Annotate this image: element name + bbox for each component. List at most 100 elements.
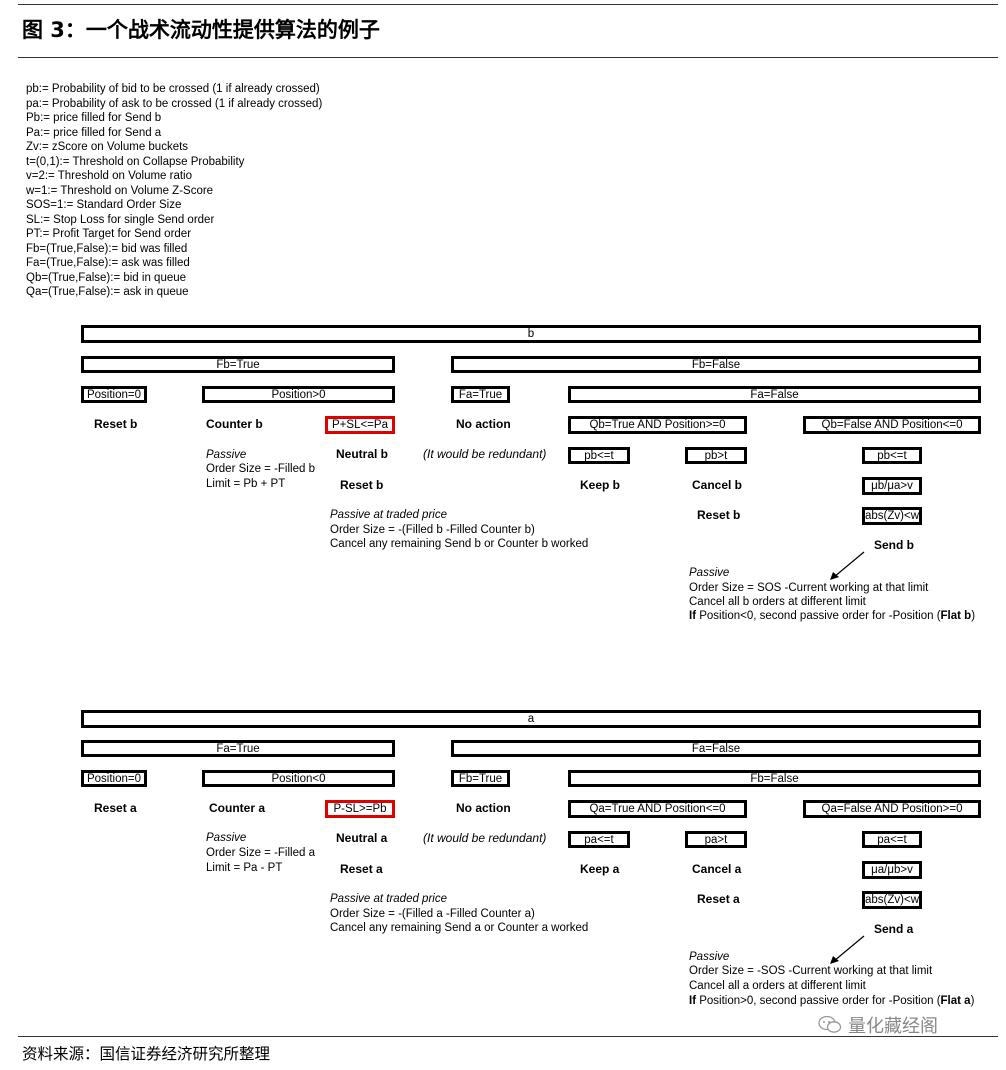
send-label: Send a <box>874 922 914 936</box>
passive-label: Passive <box>206 449 247 461</box>
filled-true-node: Fb=True <box>81 356 395 373</box>
redundant-note: (It would be redundant) <box>423 831 547 845</box>
zscore-condition: abs(Zv)<w <box>862 891 922 909</box>
reset-neutral-label: Reset a <box>340 862 383 876</box>
order-size-text: Order Size = -Filled a <box>206 847 315 859</box>
keep-label: Keep b <box>580 478 621 492</box>
position-zero-node: Position=0 <box>81 770 147 787</box>
if-condition: Position<0, second passive order for -Po… <box>696 610 941 622</box>
stop-loss-condition: P+SL<=Pa <box>325 416 395 434</box>
queue-false-condition: Qa=False AND Position>=0 <box>803 800 981 818</box>
opposite-filled-true-node: Fb=True <box>451 770 510 787</box>
definition-item: Pb:= price filled for Send b <box>26 112 162 124</box>
definition-item: Fb=(True,False):= bid was filled <box>26 242 188 255</box>
position-zero-node: Position=0 <box>81 386 147 403</box>
opposite-filled-true-node: Fa=True <box>451 386 510 403</box>
cancel-label: Cancel b <box>692 478 743 492</box>
close-paren: ) <box>970 995 975 1007</box>
position-nonzero-node: Position>0 <box>202 386 395 403</box>
flat-label: Flat a <box>940 995 971 1007</box>
send-passive-label: Passive <box>689 567 730 579</box>
traded-cancel-text: Cancel any remaining Send b or Counter b… <box>330 538 589 550</box>
probability-condition-keep: pb<=t <box>568 447 630 464</box>
traded-cancel-text: Cancel any remaining Send a or Counter a… <box>330 922 589 934</box>
limit-text: Limit = Pa - PT <box>206 862 283 874</box>
send-order-size-text: Order Size = -SOS -Current working at th… <box>689 965 933 977</box>
definition-item: w=1:= Threshold on Volume Z-Score <box>26 184 214 197</box>
counter-label: Counter a <box>209 801 266 815</box>
no-action-label: No action <box>456 801 511 815</box>
reset-label: Reset b <box>94 417 138 431</box>
send-if-text: If Position<0, second passive order for … <box>689 609 975 624</box>
reset-neutral-label: Reset b <box>340 478 384 492</box>
probability-condition-cancel: pa>t <box>685 831 747 848</box>
if-condition: Position>0, second passive order for -Po… <box>696 995 941 1007</box>
probability-condition-keep: pa<=t <box>568 831 630 848</box>
cancel-label: Cancel a <box>692 862 742 876</box>
close-paren: ) <box>971 610 976 622</box>
neutral-label: Neutral a <box>336 831 388 845</box>
stop-loss-condition: P-SL>=Pb <box>325 800 395 818</box>
wechat-icon <box>818 1015 842 1033</box>
limit-text: Limit = Pb + PT <box>206 478 286 490</box>
counter-label: Counter b <box>206 417 263 431</box>
probability-condition-send: pa<=t <box>862 831 922 848</box>
send-label: Send b <box>874 538 915 552</box>
reset-cancel-label: Reset b <box>697 508 741 522</box>
reset-label: Reset a <box>94 801 137 815</box>
send-cancel-text: Cancel all a orders at different limit <box>689 980 866 992</box>
filled-false-node: Fb=False <box>451 356 981 373</box>
definition-item: pb:= Probability of bid to be crossed (1… <box>26 83 320 95</box>
send-cancel-text: Cancel all b orders at different limit <box>689 596 866 608</box>
definition-item: SL:= Stop Loss for single Send order <box>26 213 215 226</box>
definition-item: Pa:= price filled for Send a <box>26 126 162 139</box>
if-keyword: If <box>689 995 697 1007</box>
keep-label: Keep a <box>580 862 620 876</box>
send-if-text: If Position>0, second passive order for … <box>689 994 974 1009</box>
definition-item: Fa=(True,False):= ask was filled <box>26 257 190 269</box>
root-node-a: a <box>81 710 981 728</box>
if-keyword: If <box>689 610 697 622</box>
traded-passive-label: Passive at traded price <box>330 509 447 521</box>
watermark-text: 量化藏经阁 <box>848 1016 938 1037</box>
definition-item: pa:= Probability of ask to be crossed (1… <box>26 97 323 110</box>
root-node-b: b <box>81 325 981 343</box>
filled-true-node: Fa=True <box>81 740 395 757</box>
reset-cancel-label: Reset a <box>697 892 740 906</box>
traded-order-size-text: Order Size = -(Filled b -Filled Counter … <box>330 524 535 536</box>
queue-true-condition: Qa=True AND Position<=0 <box>568 800 747 818</box>
definition-item: t=(0,1):= Threshold on Collapse Probabil… <box>26 155 245 168</box>
title-rule <box>18 57 998 58</box>
position-nonzero-node: Position<0 <box>202 770 395 787</box>
definition-item: Qb=(True,False):= bid in queue <box>26 271 187 284</box>
traded-passive-label: Passive at traded price <box>330 893 447 905</box>
definition-item: SOS=1:= Standard Order Size <box>26 199 182 211</box>
top-rule <box>18 4 998 5</box>
order-size-text: Order Size = -Filled b <box>206 463 315 475</box>
traded-order-size-text: Order Size = -(Filled a -Filled Counter … <box>330 908 535 920</box>
flat-label: Flat b <box>940 610 972 622</box>
source-note: 资料来源：国信证券经济研究所整理 <box>22 1045 271 1063</box>
arrow-icon <box>830 551 865 580</box>
send-order-size-text: Order Size = SOS -Current working at tha… <box>689 582 929 594</box>
passive-label: Passive <box>206 832 247 844</box>
zscore-condition: abs(Zv)<w <box>862 507 922 525</box>
volume-ratio-condition: μa/μb>v <box>862 861 922 879</box>
queue-true-condition: Qb=True AND Position>=0 <box>568 416 747 434</box>
neutral-label: Neutral b <box>336 447 389 461</box>
queue-false-condition: Qb=False AND Position<=0 <box>803 416 981 434</box>
volume-ratio-condition: μb/μa>v <box>862 477 922 495</box>
arrow-icon <box>830 935 865 964</box>
probability-condition-cancel: pb>t <box>685 447 747 464</box>
probability-condition-send: pb<=t <box>862 447 922 464</box>
figure-title: 图 3：一个战术流动性提供算法的例子 <box>22 18 380 42</box>
send-passive-label: Passive <box>689 951 730 963</box>
definitions-list: pb:= Probability of bid to be crossed (1… <box>26 82 322 300</box>
definition-item: PT:= Profit Target for Send order <box>26 228 192 240</box>
opposite-filled-false-node: Fb=False <box>568 770 981 787</box>
footer-rule <box>18 1036 998 1037</box>
redundant-note: (It would be redundant) <box>423 447 547 461</box>
watermark: 量化藏经阁 <box>818 1012 938 1038</box>
no-action-label: No action <box>456 417 511 431</box>
definition-item: Qa=(True,False):= ask in queue <box>26 286 189 298</box>
